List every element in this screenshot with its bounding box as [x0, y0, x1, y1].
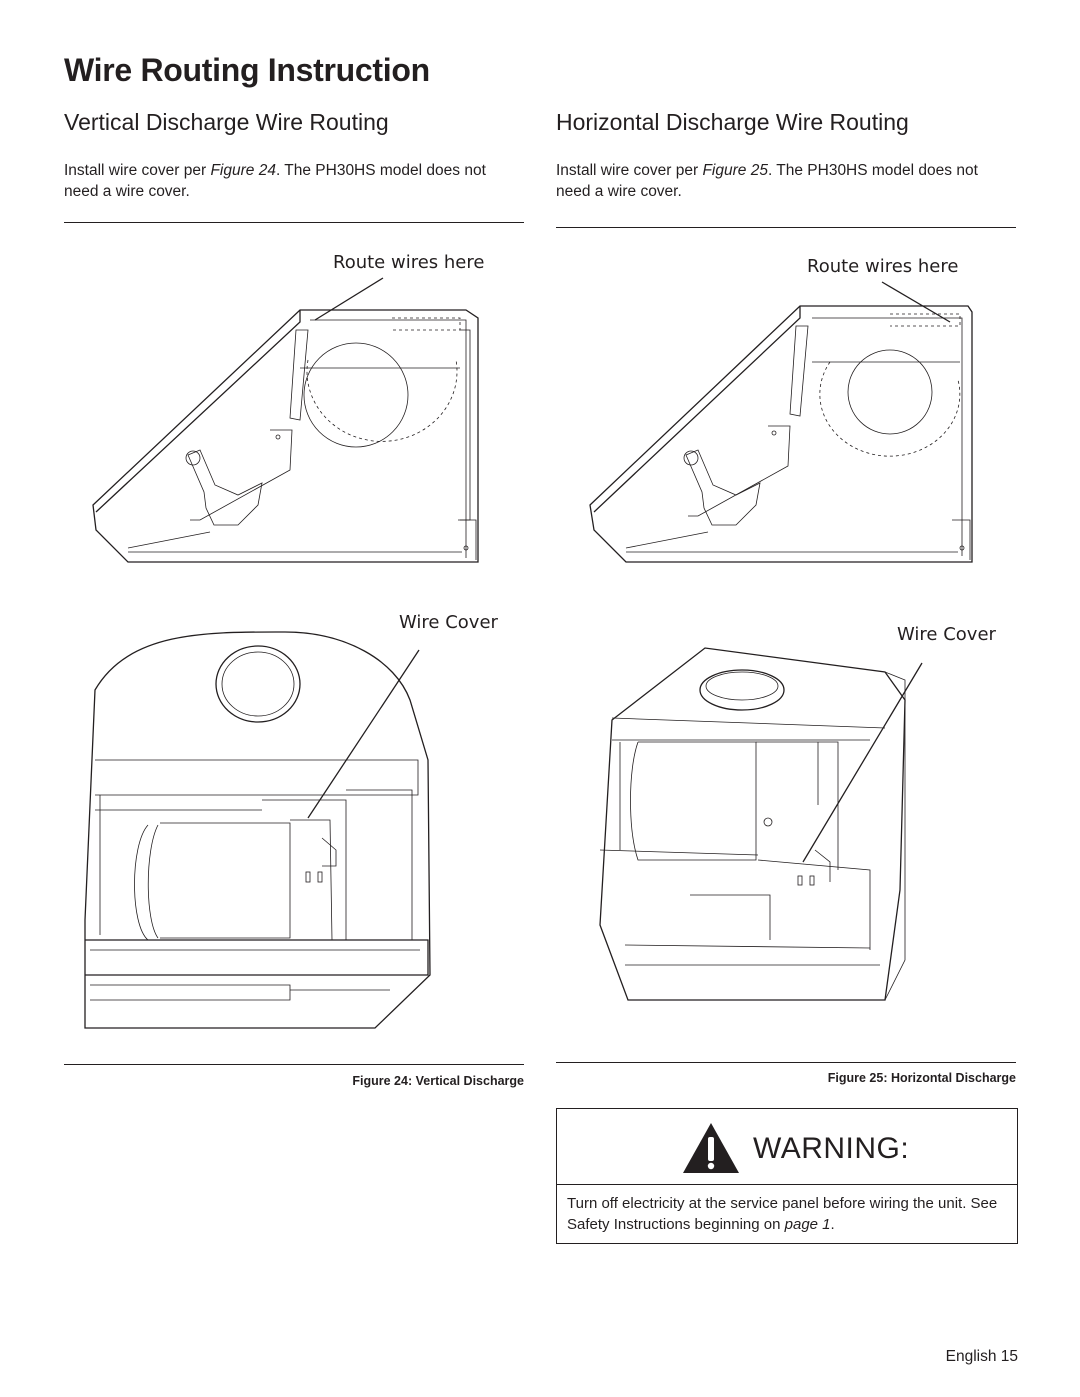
vertical-bottom-rule: [64, 1064, 524, 1065]
page-title: Wire Routing Instruction: [64, 52, 430, 88]
warning-box: WARNING: Turn off electricity at the ser…: [556, 1108, 1018, 1244]
vertical-route-label: Route wires here: [333, 252, 485, 273]
warning-text: Turn off electricity at the service pane…: [567, 1193, 1012, 1235]
figure-25-caption: Figure 25: Horizontal Discharge: [827, 1071, 1016, 1085]
vertical-underside-outline: [84, 631, 431, 1029]
horizontal-route-pointer: [881, 281, 951, 323]
warning-text-suffix: .: [830, 1216, 835, 1233]
vertical-hood-outline: [92, 309, 479, 563]
warning-triangle-icon: [683, 1123, 739, 1173]
vertical-cover-pointer: [307, 649, 420, 819]
page-footer: English 15: [945, 1348, 1018, 1365]
horizontal-cover-label: Wire Cover: [897, 624, 996, 645]
figure-24-caption: Figure 24: Vertical Discharge: [352, 1074, 524, 1088]
horizontal-bottom-rule: [556, 1062, 1016, 1063]
vertical-cover-label: Wire Cover: [399, 612, 498, 633]
vertical-intro-suffix: . The PH30HS model does not need a wire …: [64, 162, 486, 200]
horizontal-intro-prefix: Install wire cover per: [556, 162, 703, 179]
horizontal-intro: Install wire cover per Figure 25. The PH…: [556, 160, 1016, 202]
horizontal-route-label: Route wires here: [807, 256, 959, 277]
horizontal-intro-suffix: . The PH30HS model does not need a wire …: [556, 162, 978, 200]
horizontal-underside-outline: [599, 647, 906, 1001]
page-1-ref[interactable]: page 1: [784, 1216, 831, 1233]
horizontal-heading: Horizontal Discharge Wire Routing: [556, 109, 909, 135]
figure-25-ref[interactable]: Figure 25: [702, 162, 768, 179]
figure-24-ref[interactable]: Figure 24: [210, 162, 276, 179]
horizontal-hood-outline: [589, 305, 973, 563]
vertical-intro: Install wire cover per Figure 24. The PH…: [64, 160, 524, 202]
vertical-route-pointer: [314, 277, 384, 321]
vertical-top-rule: [64, 222, 524, 223]
horizontal-cover-pointer: [802, 662, 923, 863]
warning-text-prefix: Turn off electricity at the service pane…: [567, 1195, 998, 1233]
vertical-heading: Vertical Discharge Wire Routing: [64, 109, 389, 135]
warning-title: WARNING:: [753, 1132, 910, 1165]
horizontal-top-rule: [556, 227, 1016, 228]
warning-header: WARNING:: [557, 1109, 1017, 1185]
vertical-intro-prefix: Install wire cover per: [64, 162, 211, 179]
